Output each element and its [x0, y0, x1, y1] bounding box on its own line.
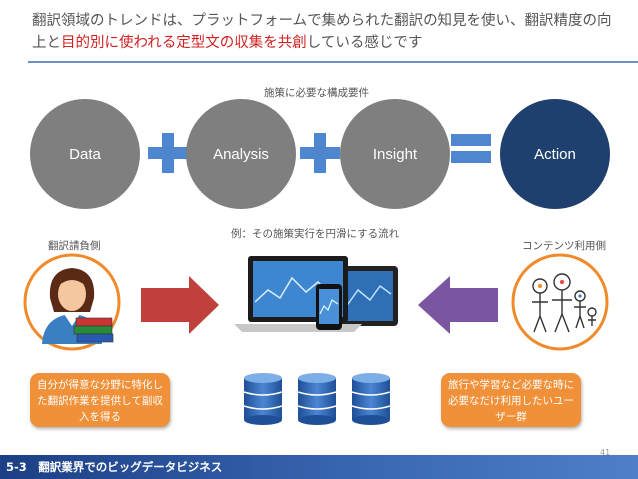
right-group-label: コンテンツ利用側 — [522, 240, 606, 252]
left-group-label: 翻訳請負側 — [48, 240, 101, 252]
database-icon — [297, 373, 337, 425]
title-text-end: している感じです — [306, 35, 423, 51]
step-action-circle: Action — [500, 99, 610, 209]
step-action-label: Action — [534, 145, 576, 163]
users-icon — [511, 253, 609, 351]
footer-title: 5-3 翻訳業界でのビッグデータビジネス — [6, 460, 223, 474]
step-data-circle: Data — [30, 99, 140, 209]
equals-icon-top — [451, 134, 491, 146]
devices-icon — [234, 256, 398, 332]
step-data-label: Data — [69, 145, 101, 163]
title-text: 翻訳領域のトレンドは、プラットフォームで集められた翻訳の知見を使い、翻訳精度の向… — [32, 13, 612, 51]
users-note: 旅行や学習など必要な時に必要なだけ利用したいユーザー群 — [441, 373, 581, 427]
title-highlight: 目的別に使われる定型文の収集を共創 — [61, 35, 307, 51]
translator-note: 自分が得意な分野に特化した翻訳作業を提供して副収入を得る — [30, 373, 170, 427]
step-analysis-circle: Analysis — [186, 99, 296, 209]
step-insight-circle: Insight — [340, 99, 450, 209]
arrow-right-icon — [141, 276, 219, 334]
database-icon — [351, 373, 391, 425]
header-divider — [28, 61, 638, 63]
equals-icon-bottom — [451, 151, 491, 163]
arrow-left-icon — [418, 276, 498, 334]
step-insight-label: Insight — [372, 145, 418, 163]
slide-title: 翻訳領域のトレンドは、プラットフォームで集められた翻訳の知見を使い、翻訳精度の向… — [32, 10, 612, 54]
plus-icon — [300, 133, 340, 173]
flow-caption: 施策に必要な構成要件 — [264, 87, 369, 99]
plus-icon — [148, 133, 188, 173]
database-icons — [243, 373, 391, 425]
database-icon — [243, 373, 283, 425]
example-caption: 例：その施策実行を円滑にする流れ — [231, 228, 400, 240]
footer-bar — [0, 455, 638, 479]
translator-icon — [23, 253, 121, 351]
step-analysis-label: Analysis — [213, 145, 269, 163]
page-number: 41 — [600, 448, 611, 457]
